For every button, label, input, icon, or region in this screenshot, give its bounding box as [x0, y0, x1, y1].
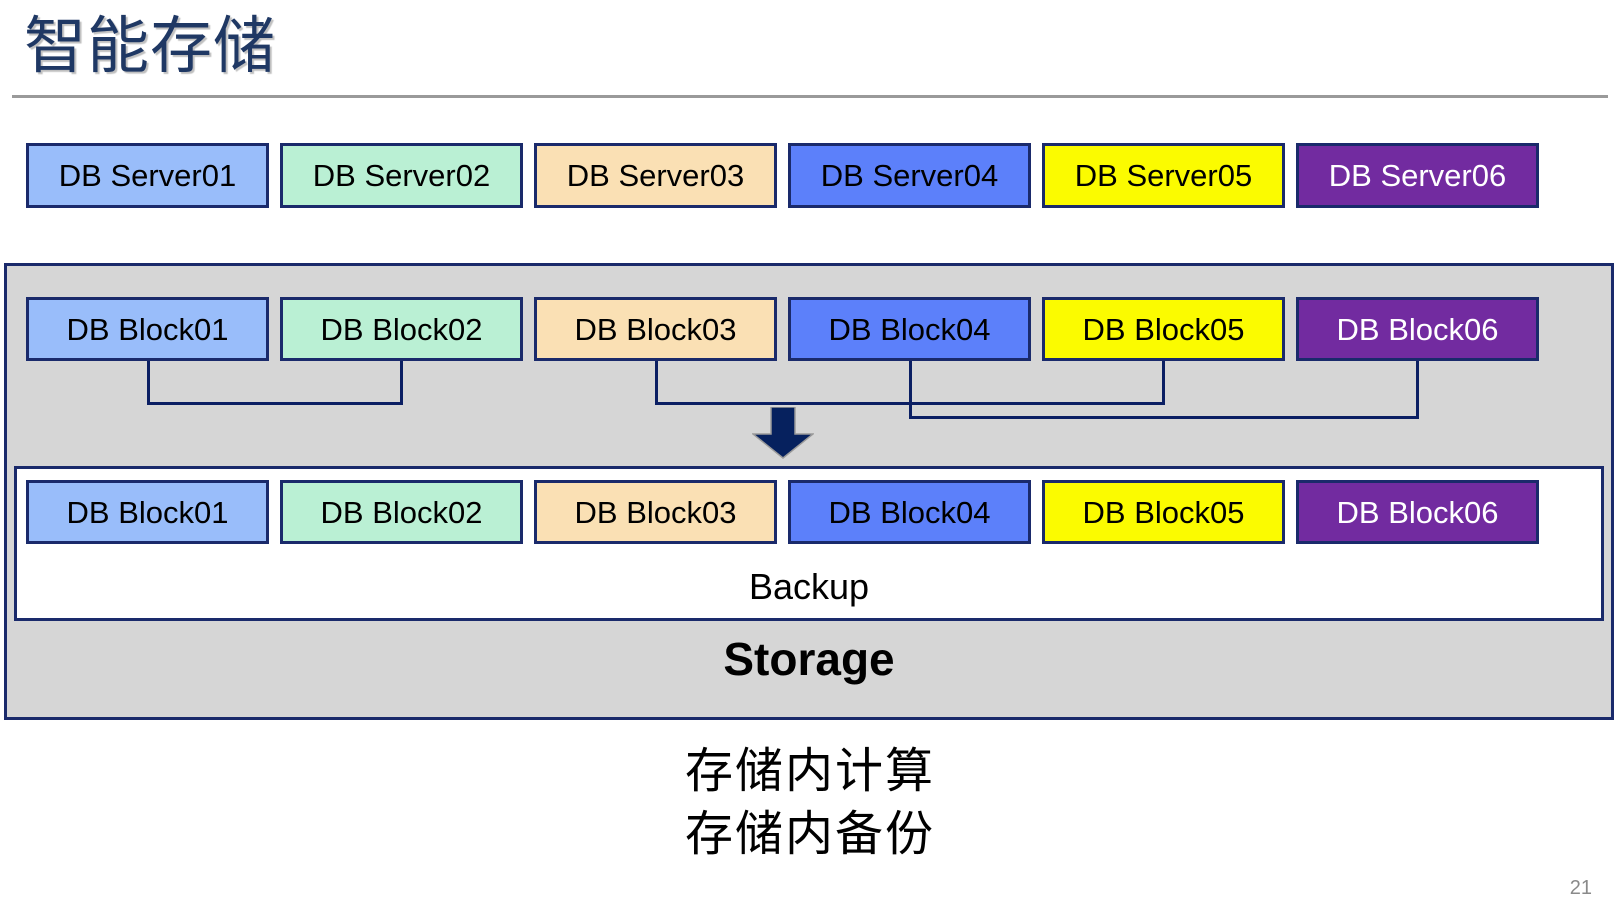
db-block-primary-node-4: DB Block04 — [788, 297, 1031, 361]
db-block-backup-node-3: DB Block03 — [534, 480, 777, 544]
db-block-primary-node-label: DB Block05 — [1082, 311, 1245, 347]
db-server-node-6: DB Server06 — [1296, 143, 1539, 208]
db-server-node-label: DB Server03 — [566, 158, 745, 193]
db-block-backup-node-label: DB Block06 — [1336, 494, 1499, 530]
db-block-backup-node-label: DB Block04 — [828, 494, 991, 530]
db-block-backup-node-label: DB Block02 — [320, 494, 483, 530]
db-block-backup-node-4: DB Block04 — [788, 480, 1031, 544]
db-server-node-label: DB Server05 — [1074, 158, 1253, 193]
db-block-primary-node-3: DB Block03 — [534, 297, 777, 361]
db-server-node-1: DB Server01 — [26, 143, 269, 208]
db-block-backup-node-label: DB Block05 — [1082, 494, 1245, 530]
db-server-node-3: DB Server03 — [534, 143, 777, 208]
storage-label: Storage — [723, 633, 895, 685]
db-block-backup-node-label: DB Block03 — [574, 494, 737, 530]
replication-down-arrow — [750, 406, 816, 459]
db-block-primary-node-label: DB Block03 — [574, 311, 737, 347]
db-server-node-label: DB Server02 — [312, 158, 491, 193]
db-server-node-label: DB Server06 — [1328, 158, 1507, 193]
db-block-primary-node-1: DB Block01 — [26, 297, 269, 361]
db-block-primary-node-5: DB Block05 — [1042, 297, 1285, 361]
db-block-primary-node-label: DB Block06 — [1336, 311, 1499, 347]
connector-block04-block06 — [909, 361, 1419, 419]
db-block-primary-node-2: DB Block02 — [280, 297, 523, 361]
db-server-node-label: DB Server04 — [820, 158, 999, 193]
db-block-primary-node-label: DB Block04 — [828, 311, 991, 347]
footer-note-line-1: 存储内计算 — [684, 745, 935, 798]
db-block-primary-node-label: DB Block02 — [320, 311, 483, 347]
db-block-backup-node-5: DB Block05 — [1042, 480, 1285, 544]
page-title: 智能存储 — [24, 12, 277, 81]
db-block-backup-node-label: DB Block01 — [66, 494, 229, 530]
backup-label: Backup — [748, 566, 870, 607]
db-block-primary-node-label: DB Block01 — [66, 311, 229, 347]
db-block-primary-node-6: DB Block06 — [1296, 297, 1539, 361]
db-server-node-4: DB Server04 — [788, 143, 1031, 208]
footer-note-line-2: 存储内备份 — [684, 808, 935, 861]
db-server-node-5: DB Server05 — [1042, 143, 1285, 208]
footer-notes: 存储内计算存储内备份 — [0, 740, 1620, 866]
connector-block01-block02 — [147, 361, 403, 405]
db-block-backup-node-1: DB Block01 — [26, 480, 269, 544]
title-divider — [12, 95, 1608, 98]
page-number: 21 — [1569, 877, 1592, 899]
db-server-node-label: DB Server01 — [58, 158, 237, 193]
db-block-backup-node-2: DB Block02 — [280, 480, 523, 544]
db-block-backup-node-6: DB Block06 — [1296, 480, 1539, 544]
db-server-node-2: DB Server02 — [280, 143, 523, 208]
